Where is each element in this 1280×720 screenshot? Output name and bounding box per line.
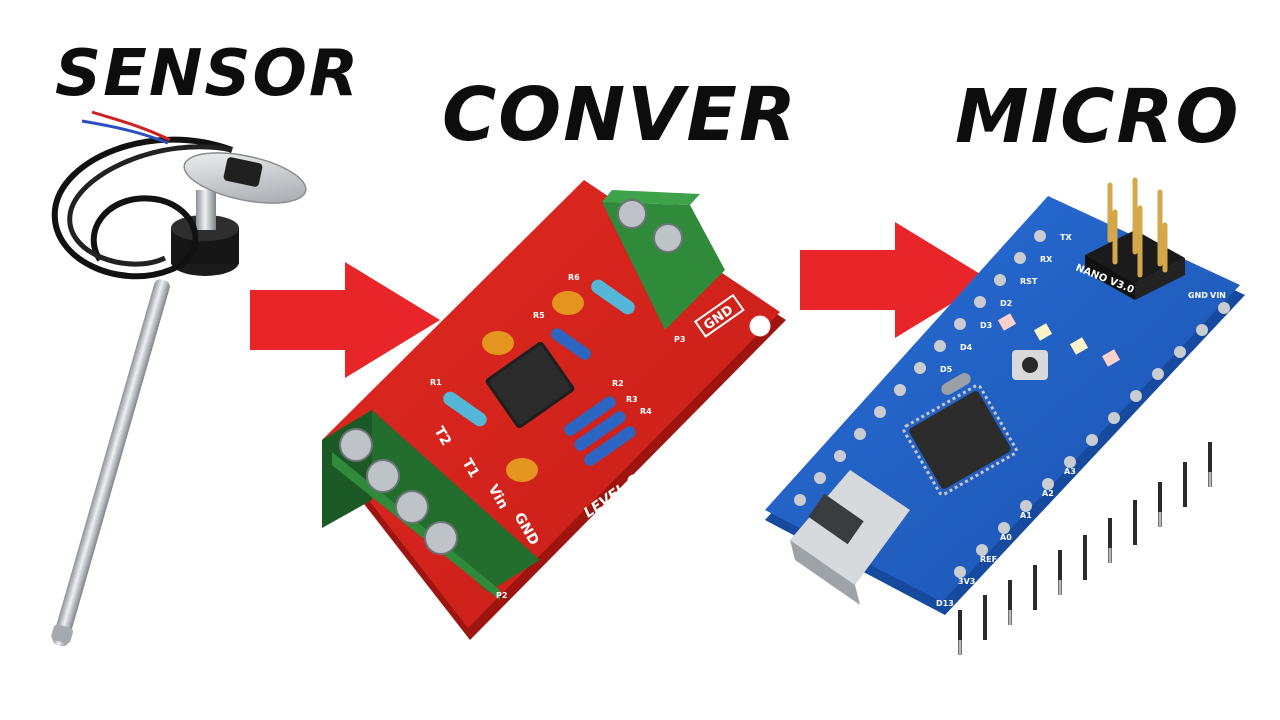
title-micro: MICRO — [955, 74, 1241, 160]
designator: R1 — [430, 378, 442, 387]
pin-label: GND — [1188, 291, 1208, 300]
icsp-header — [1085, 177, 1185, 300]
sensor-float-end — [51, 624, 74, 644]
pin-label: RX — [1040, 255, 1053, 264]
arduino-nano-board: NANO V3.0 TX RX RST GND VIN D2 D3 D4 D5 … — [765, 177, 1245, 655]
designator: R5 — [533, 311, 545, 320]
designator: R6 — [568, 273, 580, 282]
ic-chip — [485, 341, 575, 429]
pin-label: D2 — [1000, 299, 1012, 308]
designator: R3 — [626, 395, 638, 404]
pin-label: A3 — [1064, 467, 1076, 476]
pin-label: A1 — [1020, 511, 1032, 520]
pin-label: D5 — [940, 365, 953, 374]
usb-port[interactable] — [790, 470, 910, 605]
pin-label: A0 — [1000, 533, 1012, 542]
pin-label: RST — [1020, 277, 1038, 286]
title-sensor: SENSOR — [55, 37, 361, 111]
terminal-block-left — [322, 410, 540, 600]
title-converter: CONVER — [442, 72, 798, 158]
pin-label: TX — [1060, 233, 1072, 242]
right-arrow-icon — [800, 222, 990, 338]
capacitor — [552, 291, 584, 315]
designator: P2 — [496, 591, 507, 600]
capacitor — [482, 331, 514, 355]
converter-board: LEVEL SENSOR CONVERTER T2 T1 Vin GND GND… — [322, 180, 786, 640]
resistors — [443, 279, 636, 466]
sensor-connector — [223, 157, 263, 187]
sensor-rod — [52, 279, 170, 647]
pin-pads — [794, 230, 1230, 578]
sensor-cable — [51, 136, 234, 280]
capacitor — [506, 458, 538, 482]
pin-label: VIN — [1210, 291, 1226, 300]
right-arrow-icon — [250, 262, 440, 378]
pin-label: 3V3 — [958, 577, 975, 586]
level-sensor — [51, 110, 307, 647]
designator: R4 — [640, 407, 652, 416]
designator: R2 — [612, 379, 624, 388]
terminal-block-top — [602, 190, 725, 330]
designator: P3 — [674, 335, 685, 344]
pin-label: REF — [980, 555, 997, 564]
pin-label: D3 — [980, 321, 992, 330]
mcu-chip — [902, 384, 1018, 496]
pin-label: A2 — [1042, 489, 1054, 498]
mounting-hole — [749, 315, 771, 337]
pin-label: D13 — [936, 599, 954, 608]
pin-label: D4 — [960, 343, 973, 352]
